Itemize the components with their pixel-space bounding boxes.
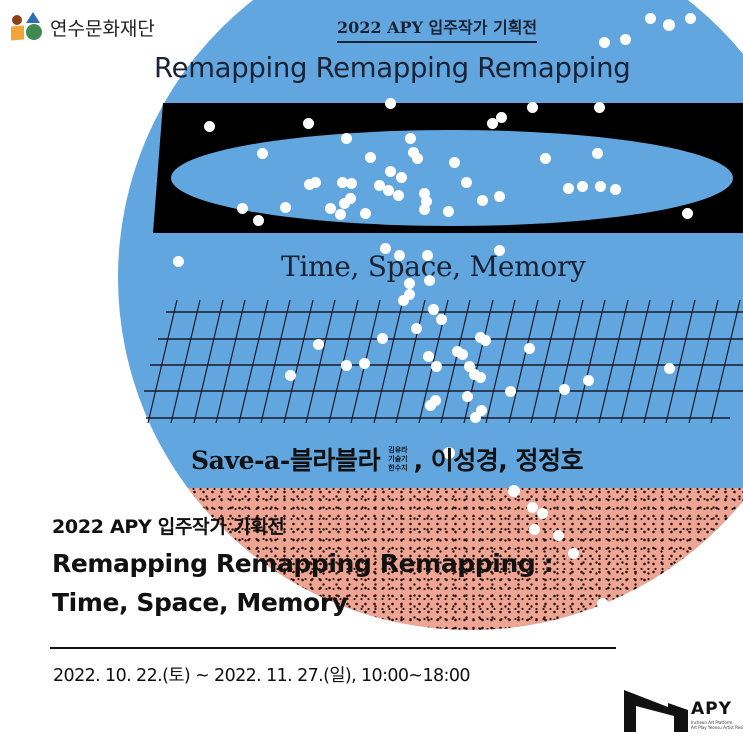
foundation-logo: 연수문화재단 [10, 12, 155, 42]
grid-graphic [144, 299, 743, 423]
info-subtitle: 2022 APY 입주작가 기획전 [52, 516, 285, 538]
foundation-shapes-icon [10, 12, 44, 42]
apy-building-icon [624, 690, 688, 732]
pink-dotted-band [118, 488, 743, 630]
apy-small-text: Incheon Art Platform Art Play Yeonsu Art… [691, 720, 743, 730]
artist-group-name: Save-a-블라블라 [191, 446, 381, 475]
other-artists: , 이성경, 정정호 [413, 446, 584, 475]
divider [50, 647, 616, 649]
exhibition-info: 2022 APY 입주작가 기획전 Remapping Remapping Re… [52, 512, 554, 622]
info-title-line2: Time, Space, Memory [52, 588, 348, 617]
exhibition-dates: 2022. 10. 22.(토) ~ 2022. 11. 27.(일), 10:… [53, 666, 471, 686]
poster-headline: Remapping Remapping Remapping [154, 52, 631, 84]
apy-logo: APY Incheon Art Platform Art Play Yeonsu… [624, 690, 743, 735]
foundation-name: 연수문화재단 [50, 17, 155, 40]
info-title-line1: Remapping Remapping Remapping : [52, 549, 554, 578]
artist-group-members: 김유라 기슬기 한수지 [388, 445, 408, 472]
artists-line: Save-a-블라블라 김유라 기슬기 한수지 , 이성경, 정정호 [191, 441, 583, 477]
apy-wordmark: APY [691, 699, 732, 719]
poster-subtitle: 2022 APY 입주작가 기획전 [337, 14, 538, 43]
